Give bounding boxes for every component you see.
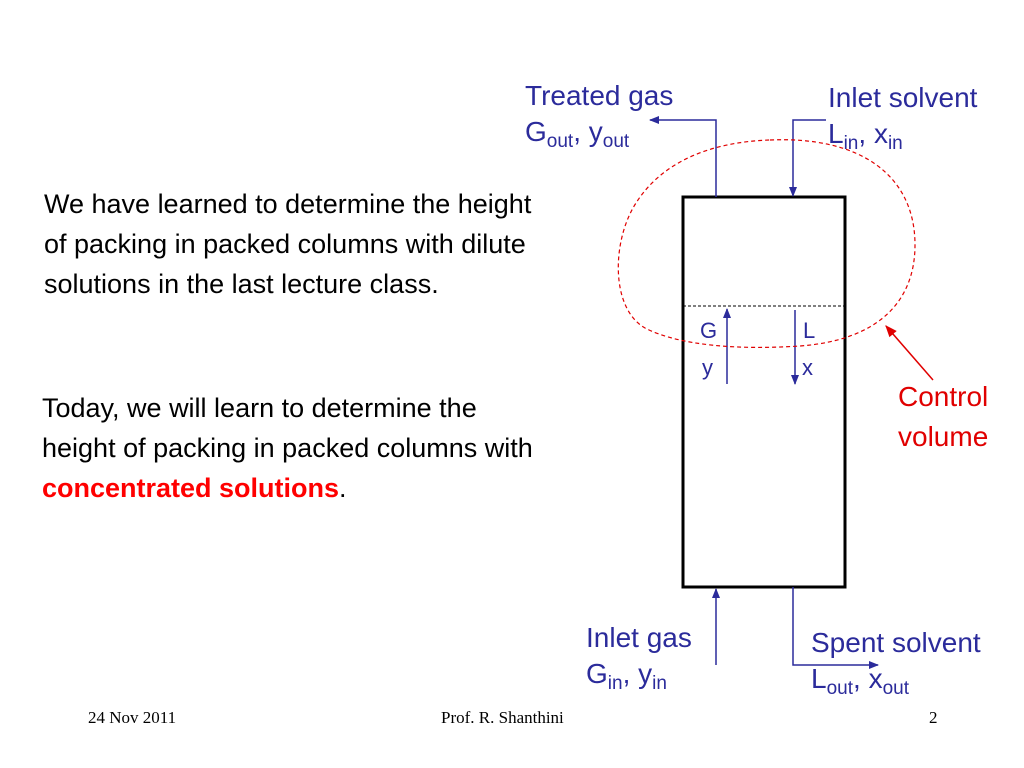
intro-paragraph-1-text: We have learned to determine the height … [44, 189, 532, 299]
control-volume-boundary [617, 139, 916, 349]
control-volume-label-line2: volume [898, 421, 989, 452]
intro-paragraph-2-prefix: Today, we will learn to determine the he… [42, 393, 533, 463]
spent-solvent-arrow [792, 587, 879, 669]
intro-paragraph-2: Today, we will learn to determine the he… [42, 388, 542, 508]
internal-liquid-comp-label: x [802, 355, 813, 380]
treated-gas-formula: Gout, yout [525, 116, 630, 152]
treated-gas-outlet-arrow [649, 116, 717, 197]
footer-author: Prof. R. Shanthini [441, 708, 564, 727]
inlet-solvent-arrow [789, 119, 826, 197]
internal-liquid-flow-label: L [803, 318, 816, 343]
inlet-solvent-formula: Lin, xin [828, 118, 903, 154]
intro-paragraph-2-suffix: . [339, 473, 347, 503]
inlet-solvent-title: Inlet solvent [828, 82, 978, 113]
spent-solvent-title: Spent solvent [811, 627, 981, 658]
treated-gas-title: Treated gas [525, 80, 674, 111]
internal-gas-flow-label: G [700, 318, 718, 343]
footer-page-number: 2 [929, 708, 938, 727]
footer-date: 24 Nov 2011 [88, 708, 177, 727]
treated-gas-label: Treated gas Gout, yout [525, 78, 674, 152]
control-volume-label: Control volume [898, 377, 988, 457]
spent-solvent-formula: Lout, xout [811, 663, 909, 699]
inlet-gas-title: Inlet gas [586, 622, 692, 653]
intro-paragraph-1: We have learned to determine the height … [44, 184, 544, 304]
spent-solvent-label: Spent solvent Lout, xout [811, 625, 981, 699]
packed-column [681, 195, 847, 589]
inlet-solvent-label: Inlet solvent Lin, xin [828, 80, 978, 154]
control-volume-label-line1: Control [898, 381, 989, 412]
inlet-gas-label: Inlet gas Gin, yin [586, 620, 692, 694]
inlet-gas-formula: Gin, yin [586, 658, 667, 694]
control-volume-pointer [885, 325, 934, 381]
intro-paragraph-2-highlight: concentrated solutions [42, 473, 340, 503]
internal-gas-comp-label: y [702, 355, 713, 380]
